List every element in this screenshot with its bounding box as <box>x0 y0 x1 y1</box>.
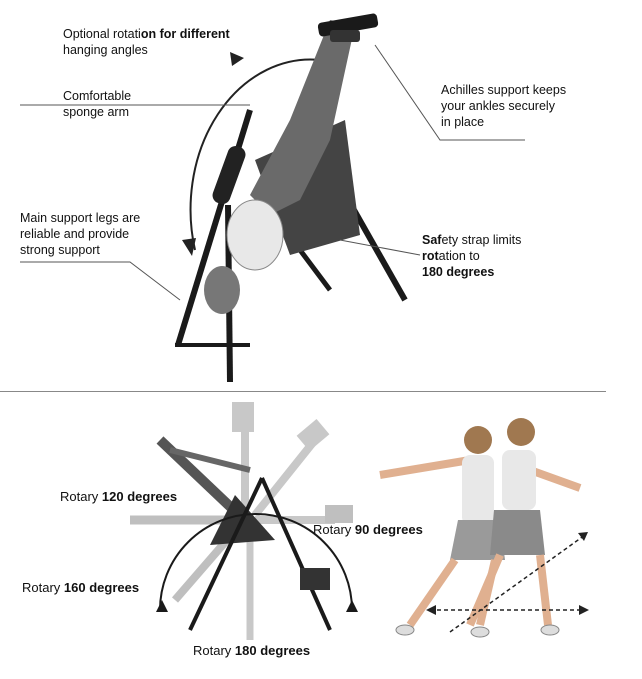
label-rotation: Optional rotation for different hanging … <box>63 27 230 57</box>
label-rotary-180: Rotary 180 degrees <box>193 643 311 658</box>
section-divider <box>0 391 606 392</box>
label-achilles: Achilles support keeps your ankles secur… <box>441 83 567 129</box>
label-sponge-arm: Comfortable sponge arm <box>63 89 132 119</box>
label-safety-strap: Safety strap limits rotation to 180 degr… <box>422 233 522 279</box>
label-rotary-90: Rotary 90 degrees <box>313 522 423 537</box>
label-rotary-120: Rotary 120 degrees <box>60 489 178 504</box>
inversion-table-illustration <box>20 13 525 383</box>
label-rotary-160: Rotary 160 degrees <box>22 580 140 595</box>
label-legs: Main support legs are reliable and provi… <box>20 211 141 257</box>
